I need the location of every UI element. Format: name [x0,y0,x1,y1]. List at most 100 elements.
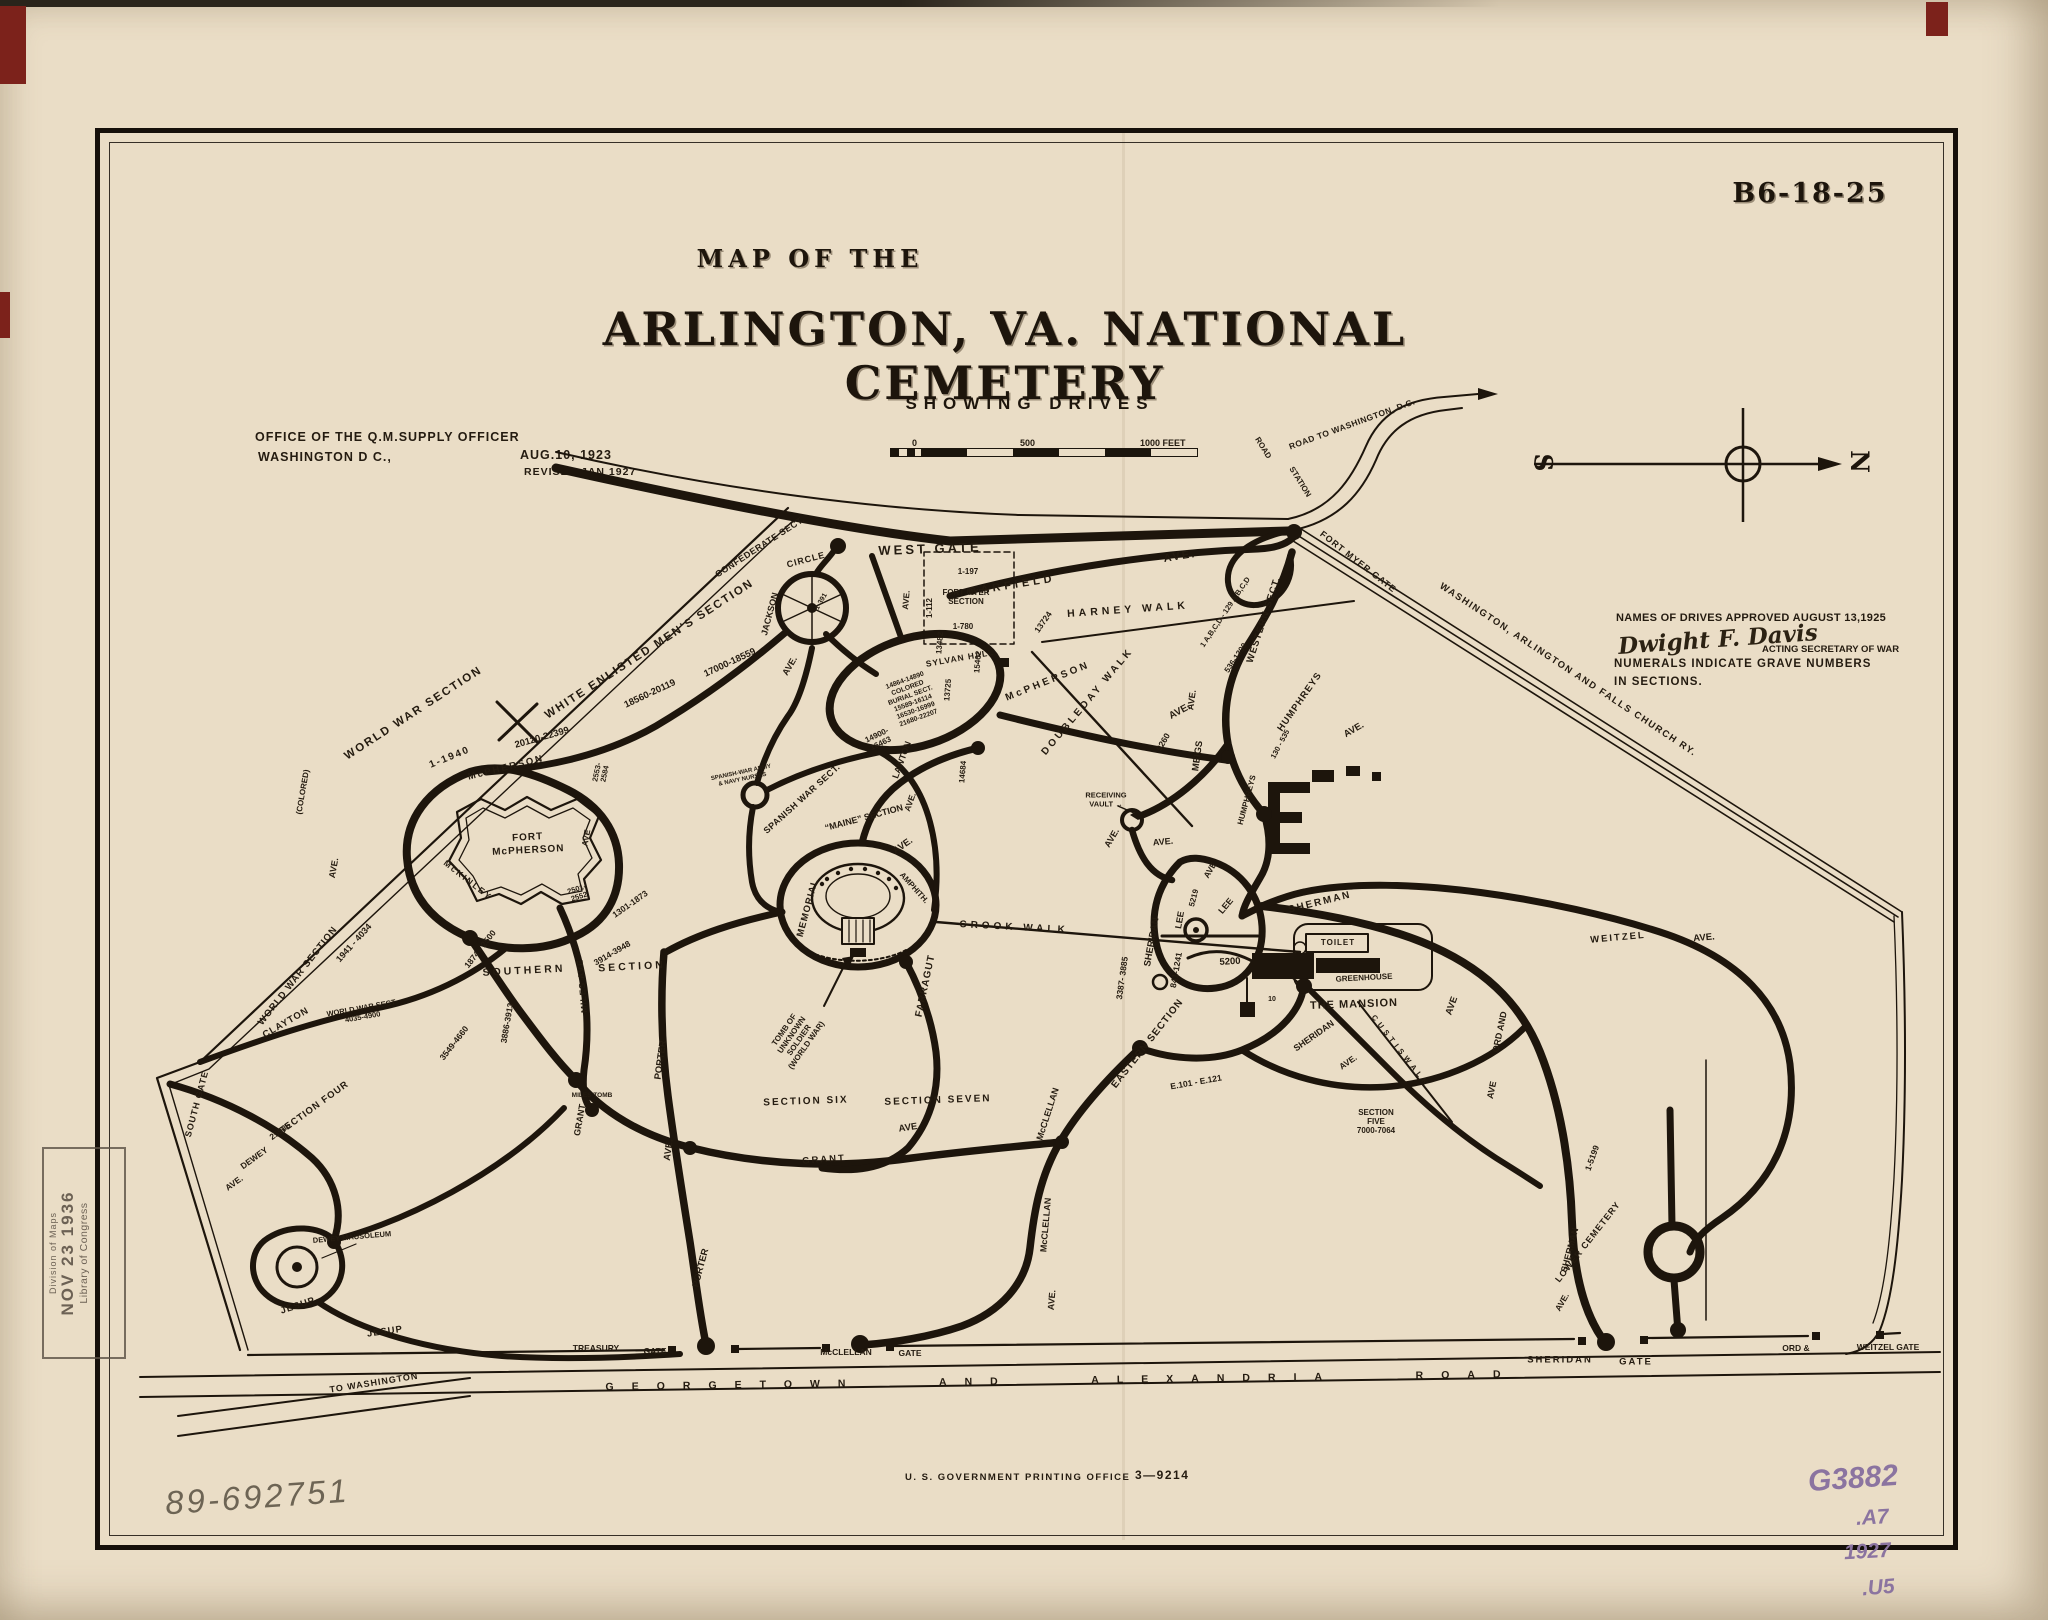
office-line1: OFFICE OF THE Q.M.SUPPLY OFFICER [255,430,520,444]
map-label: MILES TOMB [571,1092,613,1100]
map-label: McCLELLAN [1034,1086,1061,1142]
map-label: 1-1940 [427,744,472,771]
map-label: ROAD [1253,435,1274,461]
map-label: JESUP [366,1323,404,1340]
map-label: DEWEY [238,1144,270,1172]
map-label: 1-197 [957,567,979,577]
map-label: 1-780 [952,622,974,632]
map-label: AVE. [1102,826,1122,850]
scale-tick-1000: 1000 FEET [1140,438,1186,448]
map-label: CROOK WALK [959,919,1069,936]
plate-number: B6-18-25 [1732,178,1888,209]
map-label: AVE. [223,1173,245,1193]
map-label: McCLELLAN [1038,1197,1053,1253]
map-label: AVE. [1692,931,1716,945]
map-label: AMPHITH. [897,870,931,906]
map-label: WESTERN SECT. [1244,575,1283,665]
map-label: SHERIDAN [1291,1018,1336,1054]
paper-crease [1122,130,1125,1540]
map-label: 14864-14890 COLORED BURIAL SECT. 15589-1… [884,670,939,729]
map-label: 1874 - 2500 [462,927,498,970]
map-label: ORD & [1782,1342,1810,1353]
map-label: AVE. [1152,835,1174,848]
map-label: TREASURY [572,1342,620,1353]
map-label: MEMORIAL [794,877,821,939]
map-label: CIRCLE [785,549,827,570]
map-label: 18560-20119 [622,677,678,711]
map-label: 130 - 535 [1268,727,1292,761]
map-label: 13724 [1032,609,1054,635]
map-label: 841-1241 [1167,951,1184,989]
map-label: TOMB OF UNKNOWN SOLDIER (WORLD WAR) [769,1012,827,1071]
map-label: SECTION [597,958,667,975]
red-tape-mark [1926,2,1948,36]
map-label: WORLD WAR SECT 4035-4900 [325,997,397,1024]
map-label: PORTER [690,1247,712,1289]
map-label: PORTER [652,1039,670,1081]
map-label: McKINLEY [441,857,495,903]
map-label: SHERMAN [1287,889,1353,916]
map-label: 15462 [972,650,984,674]
map-label: WASHINGTON, ARLINGTON AND FALLS CHURCH R… [1437,580,1699,759]
map-label: GATE [643,1345,667,1356]
map-label: (COLORED) [294,768,312,816]
map-label: MILES AVE [574,958,590,1014]
map-label: AVE. [1337,1052,1359,1072]
map-label: TO WASHINGTON [328,1370,420,1395]
map-label: ORD AND [1490,1010,1509,1054]
stamp-line3: Library of Congress [78,1202,90,1304]
map-label: 1-5199 [1582,1143,1602,1173]
map-label: THE MANSION [1309,996,1399,1012]
map-label: AVE [1201,860,1219,880]
call-number-4: .U5 [1861,1574,1896,1601]
map-label: AVE. [900,589,912,611]
compass-rose [1534,408,1842,522]
map-label: 5200 [1219,955,1241,968]
map-label: AVE. [1045,1289,1058,1311]
map-label: AVE [1484,1080,1499,1100]
map-label: FORT MYER GATE [1318,528,1399,595]
map-label: McPHERSON [1003,659,1092,704]
map-label: 1-112 [925,597,935,619]
map-label: GEORGETOWN AND ALEXANDRIA ROAD [605,1368,1519,1394]
map-label: ROAD TO WASHINGTON, D.C. [1287,396,1417,452]
map-label: AVE [897,1121,919,1135]
call-number-3: 1927 [1843,1538,1892,1565]
map-label: SECTION SEVEN [884,1093,992,1108]
map-label: JACKSON [759,591,781,637]
map-border [95,128,1958,1550]
scale-tick-0: 0 [912,438,918,448]
map-label: TOILET [1320,938,1356,948]
map-label: AVE. [901,791,918,813]
map-label: AVE [579,828,593,848]
red-tape-mark [0,6,26,84]
map-label: 13725 [942,678,954,702]
map-label: LEE [1173,910,1187,930]
map-label: AVE. [1162,547,1198,565]
map-label: AVE [1443,995,1461,1017]
map-label: 3886-3913 [498,1002,516,1044]
map-label: McCLELLAN [820,1346,872,1357]
map-label: AVE. [661,1138,676,1162]
map-label: AVE. [326,857,341,879]
map-label: “MAINE” SECTION [823,802,905,833]
map-label: 2501- 2552 [566,881,589,904]
library-stamp: Division of Maps NOV 23 1936 Library of … [42,1147,126,1359]
map-label: GATE [898,1347,922,1358]
scale-bar-cells [890,448,1198,457]
stamp-line1: Division of Maps [48,1211,58,1295]
scan-edge-shadow [0,0,1500,7]
map-label: WEITZEL [1589,929,1647,946]
map-label: 14900- 16463 [863,725,893,752]
map-label: SECTION SIX [763,1094,849,1109]
map-title-line2: ARLINGTON, VA. NATIONAL CEMETERY [602,302,1408,410]
scale-bar: 0 500 1000 FEET [890,438,1205,462]
map-label: 9260 [1153,731,1172,753]
map-label: SOUTHERN [482,962,566,979]
map-label: LAWTON [890,739,913,780]
map-label: SECTION FIVE 7000-7064 [1356,1108,1396,1136]
call-number-2: .A7 [1855,1505,1890,1530]
map-label: WEITZEL GATE [1856,1341,1920,1352]
